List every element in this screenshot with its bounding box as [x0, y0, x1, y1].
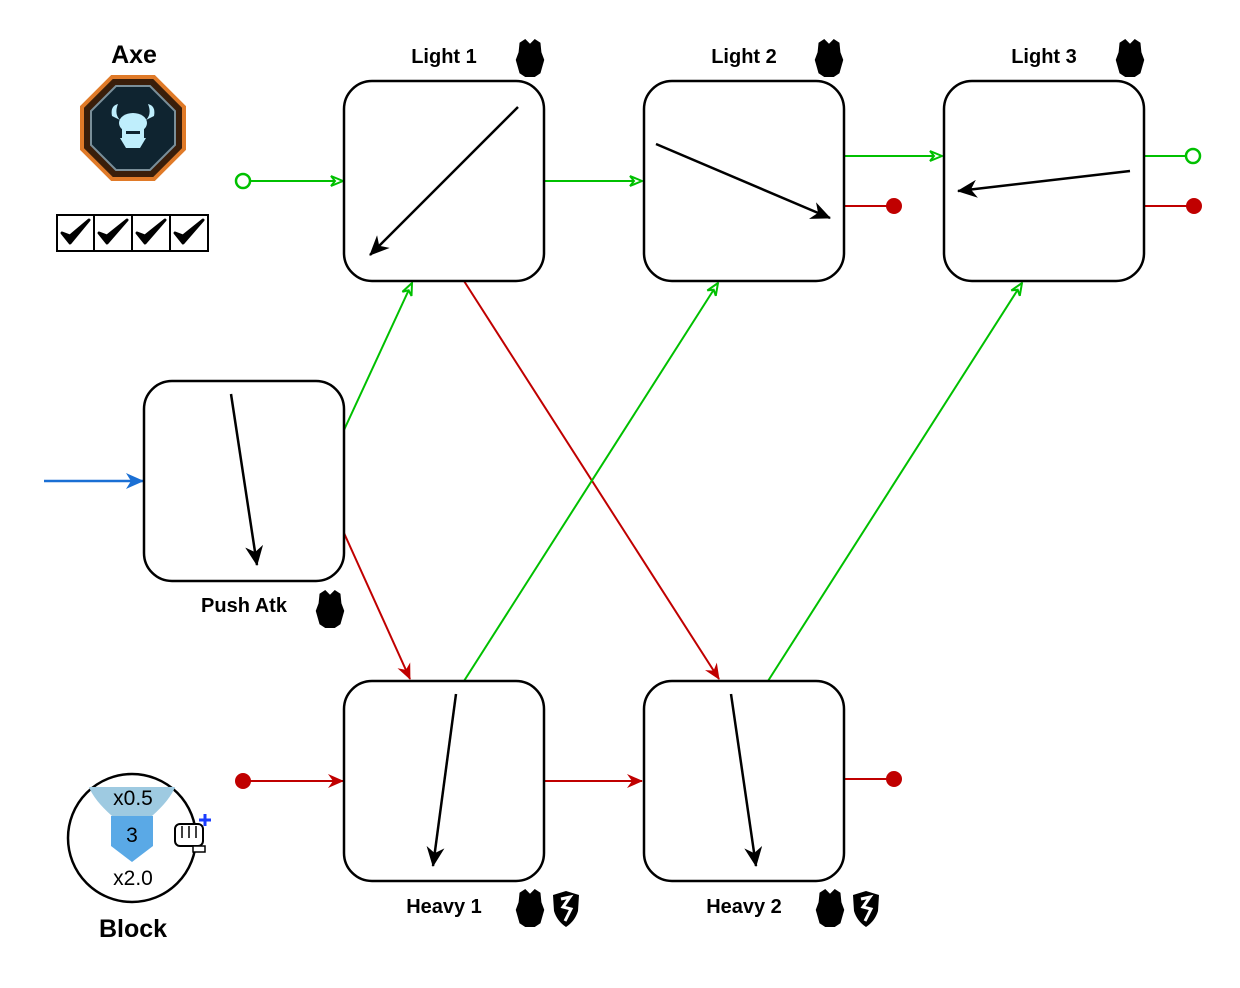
checkbox[interactable]: [93, 214, 133, 252]
fist-plus-icon[interactable]: [174, 814, 211, 853]
armor-icon: [515, 889, 545, 927]
armor-icon: [1115, 39, 1145, 77]
end-fail-terminal: [1186, 198, 1202, 214]
armor-icon: [814, 39, 844, 77]
start-success-terminal: [234, 172, 252, 190]
swipe-direction-arrow: [655, 142, 831, 220]
weapon-panel: Axe: [56, 41, 209, 252]
swipe-direction-arrow: [957, 169, 1131, 198]
node-label: Light 1: [411, 46, 477, 68]
start-fail-terminal: [235, 773, 251, 789]
node-label: Light 3: [1011, 46, 1077, 68]
node-push-atk[interactable]: Push Atk: [142, 379, 346, 628]
broken-shield-icon: [851, 891, 881, 927]
shield-icon: [111, 816, 153, 862]
block-label: Block: [99, 915, 167, 943]
checkbox[interactable]: [169, 214, 209, 252]
node-light-2[interactable]: Light 2: [642, 39, 846, 283]
node-label: Heavy 2: [706, 896, 782, 918]
viking-helmet-octagon-icon: [80, 75, 186, 181]
edge-push-heavy1: [343, 532, 411, 680]
node-label: Heavy 1: [406, 896, 482, 918]
swipe-direction-arrow: [729, 693, 763, 867]
weapon-name: Axe: [111, 41, 157, 69]
node-heavy-2[interactable]: Heavy 2: [642, 679, 881, 927]
node-light-3[interactable]: Light 3: [942, 39, 1146, 283]
block-top-multiplier: x0.5: [113, 787, 153, 810]
node-light-1[interactable]: Light 1: [342, 39, 546, 283]
swipe-direction-arrow: [229, 393, 264, 566]
node-label: Light 2: [711, 46, 777, 68]
edge-heavy1-light2: [463, 283, 718, 682]
node-heavy-1[interactable]: Heavy 1: [342, 679, 581, 927]
edge-heavy2-light3: [767, 283, 1022, 682]
swipe-direction-arrow: [426, 693, 458, 867]
armor-icon: [815, 889, 845, 927]
armor-icon: [515, 39, 545, 77]
broken-shield-icon: [551, 891, 581, 927]
end-fail-terminal: [886, 771, 902, 787]
block-value: 3: [126, 824, 138, 847]
edge-push-light1: [343, 283, 412, 431]
swipe-direction-arrow: [369, 106, 519, 256]
edges: [44, 147, 1202, 789]
checkbox[interactable]: [56, 214, 95, 252]
checklist: [56, 214, 209, 252]
node-label: Push Atk: [201, 595, 288, 617]
end-fail-terminal: [886, 198, 902, 214]
block-bottom-multiplier: x2.0: [113, 867, 153, 890]
block-multiplier-band: [89, 787, 175, 816]
end-success-terminal: [1184, 147, 1202, 165]
block-widget: x0.5 3 x2.0 Block: [66, 772, 211, 943]
armor-icon: [315, 590, 345, 628]
checkbox[interactable]: [131, 214, 171, 252]
